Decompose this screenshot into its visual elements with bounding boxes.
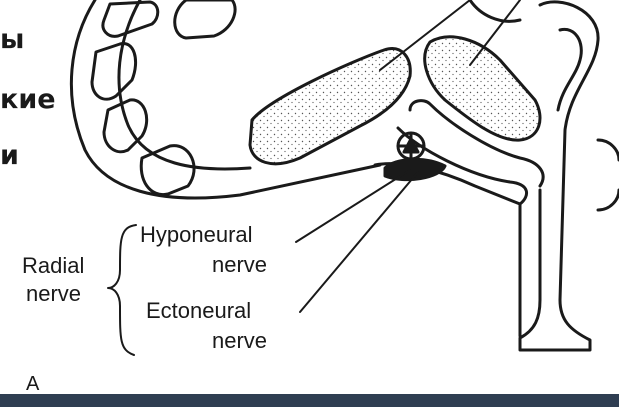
podium-stalk: [520, 2, 598, 350]
hyponeural-nerve-label: Hyponeural: [140, 222, 253, 248]
lower-wall: [375, 164, 520, 336]
radial-nerve-label: Radial: [22, 253, 84, 279]
ectoneural-nerve-label: Ectoneural: [146, 298, 251, 324]
ossicle-plate: [175, 0, 235, 38]
radial-nerve-label-line2: nerve: [26, 281, 81, 307]
radial-bracket: [108, 225, 136, 355]
slide-text-fragment: ы: [0, 24, 24, 55]
ectoneural-nerve-label-line2: nerve: [212, 328, 267, 354]
bottom-bar: [0, 394, 619, 407]
ampulla-inner: [558, 29, 581, 110]
right-lobe: [598, 140, 619, 210]
ossicle-plate: [92, 43, 136, 99]
slide-text-fragment: кие: [0, 84, 56, 115]
ectoneural-leader: [300, 172, 418, 312]
slide-text-fragment: и: [0, 140, 19, 171]
muscle-block-right: [425, 37, 540, 140]
hyponeural-nerve-label-line2: nerve: [212, 252, 267, 278]
